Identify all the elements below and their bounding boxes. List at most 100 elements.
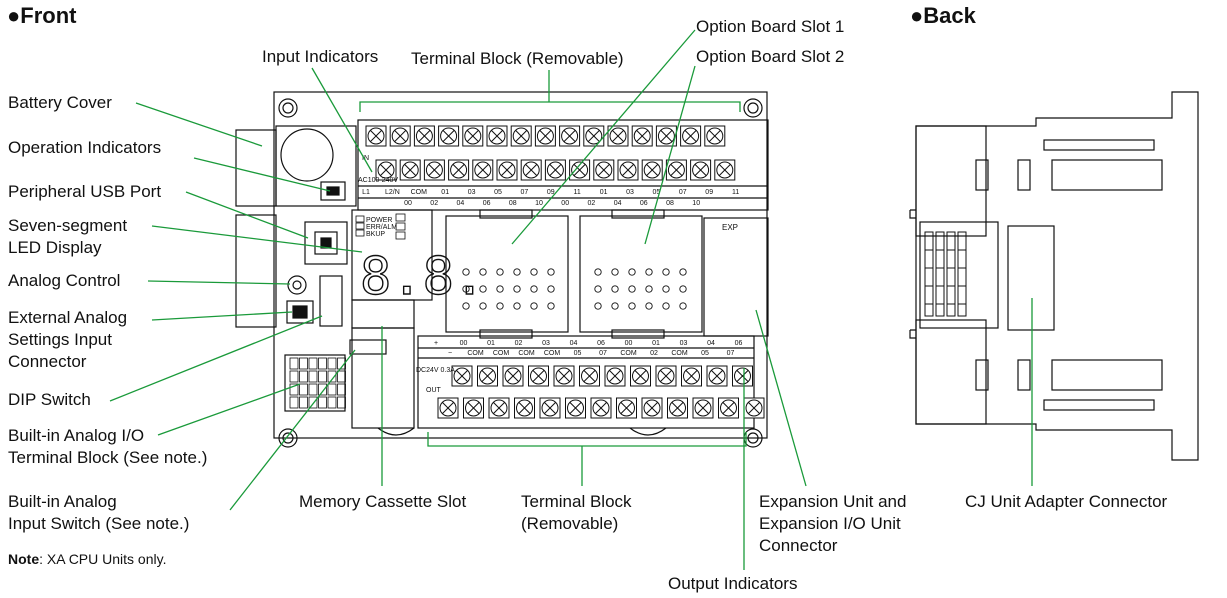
- terminal-screw: [389, 125, 411, 147]
- option-board-hole: [662, 268, 670, 276]
- dc-out-label: DC24V 0.3A: [416, 367, 455, 374]
- label-option-slot-1: Option Board Slot 1: [696, 17, 845, 36]
- option-board-hole: [645, 302, 653, 310]
- terminal-label: L2/N: [385, 189, 400, 196]
- terminal-screw: [583, 125, 605, 147]
- label-input-indicators: Input Indicators: [262, 47, 379, 66]
- option-board-hole: [628, 268, 636, 276]
- terminal-screw: [488, 397, 510, 419]
- terminal-label: 03: [468, 189, 476, 196]
- terminal-label: 07: [727, 350, 735, 357]
- mini-terminal: [318, 370, 327, 383]
- terminal-label: 01: [600, 189, 608, 196]
- terminal-label: 07: [679, 189, 687, 196]
- label-builtin-input-line1: Built-in Analog: [8, 492, 117, 511]
- in-label: IN: [362, 155, 369, 162]
- mini-terminal: [327, 357, 337, 370]
- terminal-screw: [413, 125, 435, 147]
- terminal-label: −: [448, 350, 452, 357]
- mini-terminal: [337, 383, 346, 396]
- terminal-label: COM: [620, 350, 637, 357]
- exp-label: EXP: [722, 223, 738, 232]
- option-board-hole: [594, 302, 602, 310]
- terminal-label: COM: [411, 189, 428, 196]
- terminal-screw: [502, 365, 524, 387]
- option-board-hole: [611, 285, 619, 293]
- back-device: [909, 91, 1199, 461]
- terminal-label: 00: [404, 200, 412, 207]
- mini-terminal: [299, 396, 308, 409]
- terminal-label: 04: [457, 200, 465, 207]
- label-output-indicators: Output Indicators: [668, 574, 798, 593]
- label-builtin-input-line2: Input Switch (See note.): [8, 514, 190, 533]
- mini-terminal: [289, 396, 299, 409]
- terminal-label: 02: [588, 200, 596, 207]
- terminal-label: 02: [650, 350, 658, 357]
- mini-terminal: [318, 357, 327, 370]
- power-label: POWER: [366, 217, 392, 224]
- terminal-label: 06: [735, 340, 743, 347]
- label-terminal-bottom-line2: (Removable): [521, 514, 619, 533]
- mini-terminal: [308, 396, 318, 409]
- terminal-screw: [681, 365, 702, 387]
- option-board-hole: [462, 285, 470, 293]
- option-board-hole: [479, 285, 487, 293]
- terminal-screw: [641, 397, 663, 419]
- footnote-bold: Note: [8, 551, 40, 567]
- terminal-label: 02: [430, 200, 438, 207]
- option-board-hole: [496, 268, 504, 276]
- back-header: ●Back: [910, 3, 976, 28]
- terminal-screw: [655, 125, 677, 147]
- terminal-label: 00: [625, 340, 633, 347]
- option-board-hole: [530, 302, 538, 310]
- option-board-hole: [679, 268, 687, 276]
- terminal-screw: [590, 397, 612, 419]
- terminal-screw: [667, 397, 688, 419]
- terminal-screw: [655, 365, 677, 387]
- back-rail: [924, 231, 934, 317]
- option-board-hole: [513, 268, 521, 276]
- option-board-hole: [679, 302, 687, 310]
- mini-terminal: [318, 396, 327, 409]
- terminal-label: 10: [692, 200, 700, 207]
- terminal-label: 09: [705, 189, 713, 196]
- terminal-screw: [569, 159, 591, 181]
- mini-terminal: [327, 383, 337, 396]
- mini-terminal: [318, 383, 327, 396]
- bottom-terminal-screws: [437, 365, 765, 419]
- terminal-screw: [704, 125, 726, 147]
- option-board-hole: [611, 268, 619, 276]
- option-board-hole: [628, 302, 636, 310]
- terminal-screw: [365, 125, 387, 147]
- terminal-screw: [510, 125, 532, 147]
- mini-terminal: [327, 396, 337, 409]
- terminal-screw: [496, 159, 518, 181]
- terminal-screw: [579, 365, 600, 387]
- terminal-label: 09: [547, 189, 555, 196]
- terminal-label: 01: [652, 340, 660, 347]
- mini-terminal: [308, 370, 318, 383]
- terminal-label: 05: [574, 350, 582, 357]
- terminal-label: 03: [542, 340, 550, 347]
- terminal-screw: [680, 125, 702, 147]
- option-board-hole: [662, 285, 670, 293]
- option-board-hole: [462, 268, 470, 276]
- back-rail: [935, 231, 945, 317]
- option-board-hole: [645, 268, 653, 276]
- mini-terminal: [299, 383, 308, 396]
- indicator-leds: [355, 213, 406, 240]
- terminal-label: 10: [535, 200, 543, 207]
- label-option-slot-2: Option Board Slot 2: [696, 47, 845, 66]
- terminal-label: 07: [599, 350, 607, 357]
- terminal-screw: [641, 159, 663, 181]
- option-board-hole: [479, 268, 487, 276]
- label-seven-segment-line1: Seven-segment: [8, 216, 128, 235]
- bkup-label: BKUP: [366, 231, 385, 238]
- terminal-screw: [732, 365, 753, 387]
- terminal-label: 04: [614, 200, 622, 207]
- terminal-label: 01: [487, 340, 495, 347]
- label-peripheral-usb: Peripheral USB Port: [8, 182, 162, 201]
